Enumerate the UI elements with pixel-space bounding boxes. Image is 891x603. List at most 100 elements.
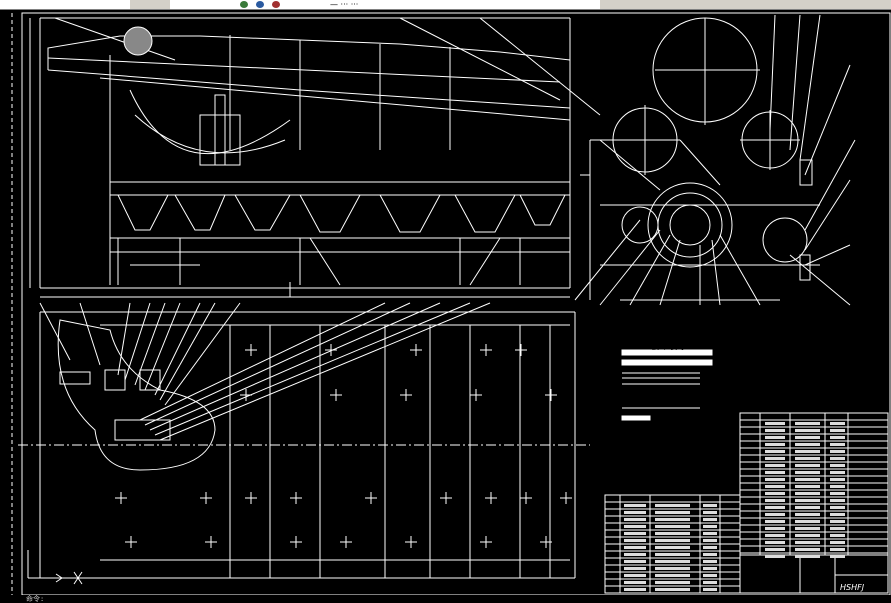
table-cell-text — [624, 546, 646, 549]
table-cell-text — [830, 471, 845, 474]
table-cell-text — [703, 518, 717, 521]
table-cell-text — [795, 422, 820, 425]
tech-requirements-block — [621, 349, 713, 421]
table-cell-text — [765, 527, 785, 530]
table-cell-text — [703, 574, 717, 577]
table-cell-text — [795, 450, 820, 453]
table-cell-text — [795, 548, 820, 551]
table-cell-text — [765, 478, 785, 481]
table-cell-text — [655, 546, 690, 549]
table-cell-text — [703, 588, 717, 591]
table-cell-text — [795, 555, 820, 558]
table-cell-text — [765, 450, 785, 453]
table-cell-text — [624, 539, 646, 542]
center-marks — [115, 344, 572, 548]
table-cell-text — [830, 422, 845, 425]
table-cell-text — [624, 588, 646, 591]
toolbar-strip — [0, 0, 600, 9]
table-cell-text — [624, 518, 646, 521]
table-cell-text — [655, 560, 690, 563]
table-cell-text — [830, 478, 845, 481]
table-cell-text — [703, 581, 717, 584]
table-cell-text — [830, 513, 845, 516]
table-cell-text — [703, 546, 717, 549]
table-cell-text — [795, 520, 820, 523]
table-cell-text — [624, 581, 646, 584]
table-cell-text — [765, 499, 785, 502]
table-cell-text — [795, 485, 820, 488]
table-cell-text — [765, 534, 785, 537]
parts-list-table — [604, 412, 889, 594]
side-elevation-view — [29, 17, 601, 298]
table-cell-text — [703, 525, 717, 528]
table-cell-text — [765, 541, 785, 544]
table-cell-text — [830, 450, 845, 453]
table-cell-text — [765, 429, 785, 432]
table-cell-text — [765, 548, 785, 551]
table-cell-text — [655, 553, 690, 556]
table-cell-text — [795, 429, 820, 432]
table-cell-text — [795, 457, 820, 460]
table-cell-text — [830, 506, 845, 509]
table-cell-text — [830, 555, 845, 558]
table-cell-text — [765, 457, 785, 460]
table-cell-text — [830, 534, 845, 537]
table-cell-text — [765, 520, 785, 523]
table-cell-text — [655, 581, 690, 584]
color-icon[interactable] — [256, 1, 264, 8]
plan-view — [18, 302, 590, 579]
table-cell-text — [765, 485, 785, 488]
table-cell-text — [795, 513, 820, 516]
toolbar-text: — ··· ··· — [330, 0, 359, 9]
table-cell-text — [655, 574, 690, 577]
table-cell-text — [830, 485, 845, 488]
table-cell-text — [703, 560, 717, 563]
table-cell-text — [703, 539, 717, 542]
table-cell-text — [655, 532, 690, 535]
table-cell-text — [830, 520, 845, 523]
table-cell-text — [655, 518, 690, 521]
table-cell-text — [765, 436, 785, 439]
table-cell-text — [624, 574, 646, 577]
layer-dropdown[interactable] — [130, 0, 170, 9]
table-cell-text — [624, 532, 646, 535]
command-line-text[interactable]: 命令: — [26, 595, 45, 603]
table-cell-text — [830, 443, 845, 446]
end-view — [574, 14, 856, 306]
table-cell-text — [830, 457, 845, 460]
table-cell-text — [624, 525, 646, 528]
table-cell-text — [624, 511, 646, 514]
table-cell-text — [703, 532, 717, 535]
table-cell-text — [655, 504, 690, 507]
table-cell-text — [795, 436, 820, 439]
table-cell-text — [795, 534, 820, 537]
table-cell-text — [830, 541, 845, 544]
table-cell-text — [795, 478, 820, 481]
table-cell-text — [624, 560, 646, 563]
table-cell-text — [795, 492, 820, 495]
table-cell-text — [655, 567, 690, 570]
title-block-label: HSHFJ — [840, 583, 865, 592]
table-cell-text — [795, 541, 820, 544]
table-cell-text — [795, 506, 820, 509]
table-cell-text — [765, 422, 785, 425]
table-cell-text — [830, 548, 845, 551]
table-cell-text — [765, 513, 785, 516]
table-cell-text — [655, 539, 690, 542]
ucs-icon — [27, 550, 83, 585]
command-line[interactable] — [0, 595, 891, 603]
layer-icon[interactable] — [240, 1, 248, 8]
drawing-canvas[interactable] — [0, 9, 891, 603]
table-cell-text — [765, 443, 785, 446]
linetype-icon[interactable] — [272, 1, 280, 8]
table-cell-text — [830, 527, 845, 530]
table-cell-text — [765, 506, 785, 509]
table-cell-text — [703, 553, 717, 556]
table-cell-text — [795, 464, 820, 467]
table-cell-text — [624, 504, 646, 507]
table-cell-text — [830, 464, 845, 467]
tech-requirements-title: 技 术 要 求 — [652, 343, 687, 351]
table-cell-text — [795, 443, 820, 446]
table-cell-text — [655, 511, 690, 514]
table-cell-text — [655, 588, 690, 591]
